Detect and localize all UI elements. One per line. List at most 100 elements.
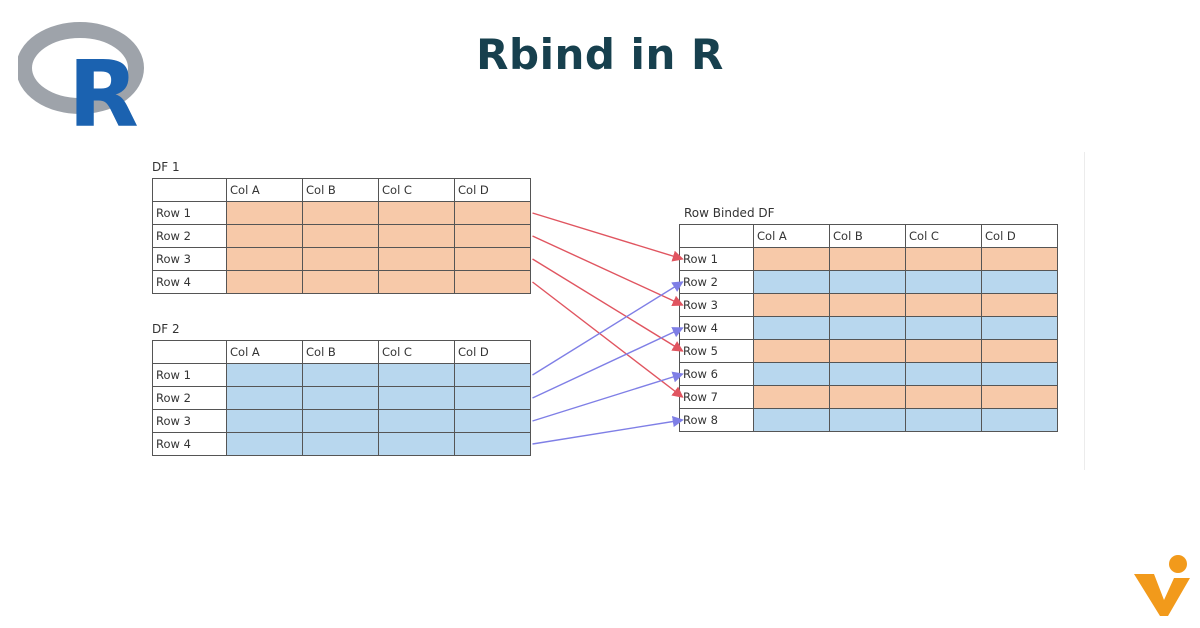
df1-row-1-to-result-row-1-arrow [532, 212, 684, 262]
result-data-cell [905, 247, 982, 271]
result-column-header: Col C [905, 224, 982, 248]
df1-row-2-to-result-row-3-arrow [532, 235, 684, 306]
result-row-label: Row 3 [679, 293, 754, 317]
result-data-cell [753, 247, 830, 271]
df2-data-cell [454, 409, 531, 433]
result-column-header: Col B [829, 224, 906, 248]
df1-data-cell [378, 201, 455, 225]
result-row-label: Row 8 [679, 408, 754, 432]
result-data-cell [829, 247, 906, 271]
df2-data-cell [454, 363, 531, 387]
result-data-cell [981, 339, 1058, 363]
result-data-cell [981, 316, 1058, 340]
df1-row-3-to-result-row-5-arrow [532, 258, 684, 352]
result-data-cell [829, 385, 906, 409]
df2-data-cell [302, 386, 379, 410]
df1-data-cell [302, 201, 379, 225]
df1-caption: DF 1 [152, 160, 180, 174]
result-data-cell [753, 385, 830, 409]
df1-data-cell [302, 247, 379, 271]
df2-column-header: Col C [378, 340, 455, 364]
df1-data-cell [226, 270, 303, 294]
df2-data-cell [302, 432, 379, 456]
result-data-cell [829, 339, 906, 363]
df2-row: Row 2 [152, 386, 531, 410]
result-data-cell [905, 270, 982, 294]
df2-data-cell [302, 409, 379, 433]
df2-row-label: Row 1 [152, 363, 227, 387]
df2-data-cell [226, 363, 303, 387]
df1-data-cell [454, 270, 531, 294]
df1-data-cell [378, 270, 455, 294]
df2-column-header: Col A [226, 340, 303, 364]
df2-row-label: Row 2 [152, 386, 227, 410]
result-data-cell [753, 408, 830, 432]
df1-column-header: Col C [378, 178, 455, 202]
result-row-label: Row 2 [679, 270, 754, 294]
df2-caption: DF 2 [152, 322, 180, 336]
df1-row-label: Row 2 [152, 224, 227, 248]
df1-row: Row 4 [152, 270, 531, 294]
df1-data-cell [454, 224, 531, 248]
df1-column-header: Col D [454, 178, 531, 202]
result-row-label: Row 4 [679, 316, 754, 340]
result-data-cell [905, 339, 982, 363]
result-column-header: Col A [753, 224, 830, 248]
result-data-cell [753, 270, 830, 294]
df1-row: Row 3 [152, 247, 531, 271]
df2-data-cell [226, 386, 303, 410]
df2-data-cell [378, 363, 455, 387]
df2-column-header: Col B [302, 340, 379, 364]
result-row: Row 2 [679, 270, 1058, 294]
df2-data-cell [226, 409, 303, 433]
df1-row-label: Row 3 [152, 247, 227, 271]
df2-row-2-to-result-row-4-arrow [532, 327, 684, 399]
df2-row-3-to-result-row-6-arrow [532, 371, 684, 422]
result-data-cell [981, 293, 1058, 317]
result-data-cell [981, 247, 1058, 271]
df1-data-cell [454, 201, 531, 225]
df2-corner-cell [152, 340, 227, 364]
result-row: Row 8 [679, 408, 1058, 432]
df1-row-4-to-result-row-7-arrow [532, 281, 684, 398]
result-data-cell [829, 270, 906, 294]
df1-column-header: Col A [226, 178, 303, 202]
result-data-cell [829, 362, 906, 386]
df2-row-1-to-result-row-2-arrow [532, 281, 684, 376]
result-data-cell [905, 362, 982, 386]
df1-data-cell [226, 224, 303, 248]
result-caption: Row Binded DF [684, 206, 775, 220]
result-row: Row 4 [679, 316, 1058, 340]
df2-row: Row 1 [152, 363, 531, 387]
result-data-cell [829, 293, 906, 317]
result-data-cell [905, 408, 982, 432]
df2-column-header: Col D [454, 340, 531, 364]
result-row: Row 5 [679, 339, 1058, 363]
df2-data-cell [454, 386, 531, 410]
result-data-cell [753, 316, 830, 340]
df2-data-cell [302, 363, 379, 387]
result-row-label: Row 7 [679, 385, 754, 409]
df2-row-label: Row 3 [152, 409, 227, 433]
result-data-cell [981, 385, 1058, 409]
result-data-cell [981, 408, 1058, 432]
result-corner-cell [679, 224, 754, 248]
df2-data-cell [378, 386, 455, 410]
df1-data-cell [226, 201, 303, 225]
result-data-cell [905, 316, 982, 340]
df1-data-cell [378, 247, 455, 271]
df1-data-cell [302, 224, 379, 248]
page-title: Rbind in R [476, 30, 724, 79]
df1-row: Row 2 [152, 224, 531, 248]
result-data-cell [753, 362, 830, 386]
result-data-cell [829, 316, 906, 340]
df2-row: Row 4 [152, 432, 531, 456]
r-logo-letter: R [68, 41, 139, 132]
df1-row-label: Row 4 [152, 270, 227, 294]
result-row: Row 6 [679, 362, 1058, 386]
df1-data-cell [226, 247, 303, 271]
